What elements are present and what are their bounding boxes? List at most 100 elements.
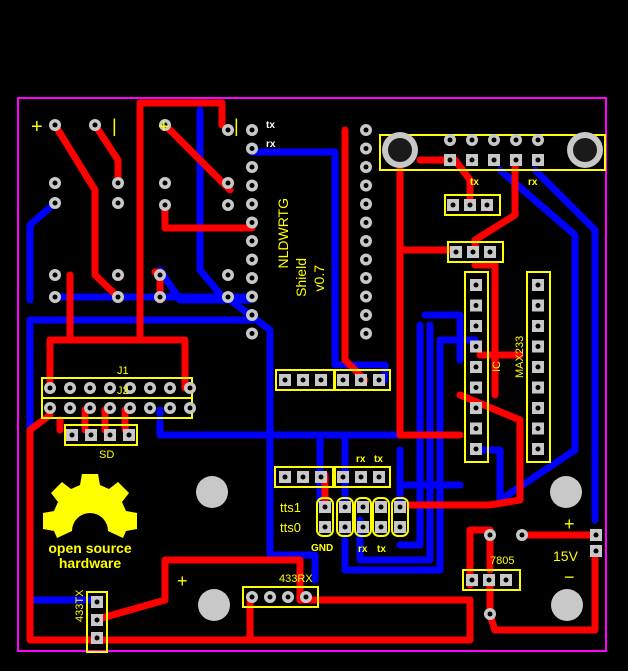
max233-label: MAX233 xyxy=(514,336,526,378)
pad-hole xyxy=(363,294,369,299)
header-rx-label: rx xyxy=(528,177,538,188)
board-title-line2: Shield xyxy=(293,258,309,297)
pad-hole xyxy=(473,364,479,370)
pad-hole xyxy=(342,524,348,530)
relay2-plus-label: + xyxy=(158,116,170,138)
pad-hole xyxy=(513,157,519,163)
pad-hole xyxy=(473,446,479,452)
rx-mid-label: rx xyxy=(356,454,366,465)
pad-hole xyxy=(249,238,255,244)
board-title-line3: v0.7 xyxy=(311,265,327,292)
board-outline xyxy=(17,97,607,652)
header-tx-label: tx xyxy=(470,177,479,188)
pad-hole xyxy=(303,594,309,600)
pad-hole xyxy=(519,532,525,538)
mount-hole-bottom-right xyxy=(551,589,583,621)
pad-hole xyxy=(147,405,153,411)
pad-hole xyxy=(67,385,73,391)
pad-hole xyxy=(157,272,163,278)
pad-hole xyxy=(249,594,255,600)
pad-hole xyxy=(340,377,346,383)
volt-label: 15V xyxy=(553,548,579,564)
plus-left-label: + xyxy=(177,571,188,591)
pad-hole xyxy=(249,183,255,188)
pad-hole xyxy=(340,474,346,480)
pad-hole xyxy=(469,157,475,163)
pad-hole xyxy=(52,180,58,186)
pad-hole xyxy=(467,202,473,208)
pad-hole xyxy=(167,385,173,391)
mount-hole-mid-left xyxy=(196,476,228,508)
pad-hole xyxy=(342,504,348,510)
mid-header-right-outline xyxy=(334,369,391,391)
pad-hole xyxy=(225,272,231,278)
pad-hole xyxy=(249,201,255,207)
tx-low-label: tx xyxy=(377,544,386,555)
pad-hole xyxy=(300,377,306,383)
pad-hole xyxy=(535,405,541,411)
pad-hole xyxy=(397,524,403,530)
pad-hole xyxy=(67,405,73,411)
pad-hole xyxy=(363,201,369,207)
pad-hole xyxy=(363,164,369,170)
pad-hole xyxy=(363,275,369,281)
pad-hole xyxy=(162,202,168,208)
pad-hole xyxy=(363,220,369,225)
pad-hole xyxy=(94,617,100,623)
pad-hole xyxy=(378,504,384,510)
sd-label: SD xyxy=(99,449,114,461)
pad-hole xyxy=(473,385,479,390)
pad-hole xyxy=(318,474,324,480)
pad-hole xyxy=(447,137,453,143)
pad-hole xyxy=(52,294,58,300)
pad-hole xyxy=(249,294,255,299)
board-title-line1: NLDWRTG xyxy=(275,198,291,269)
pad-hole xyxy=(52,200,58,206)
reg7805-outline xyxy=(462,569,521,591)
pad-hole xyxy=(469,137,475,143)
pad-hole xyxy=(225,294,231,300)
pad-hole xyxy=(363,127,369,133)
ic-outline xyxy=(464,271,489,463)
tx433-outline xyxy=(86,591,108,653)
pad-hole xyxy=(92,122,98,128)
pad-hole xyxy=(249,220,255,225)
pad-hole xyxy=(88,432,94,438)
tts-header-right-outline xyxy=(334,466,391,488)
mount-hole-top-right-inner xyxy=(573,138,597,162)
pad-hole xyxy=(378,524,384,530)
pad-hole xyxy=(535,157,541,163)
pad-hole xyxy=(162,180,168,186)
mount-hole-top-left-inner xyxy=(388,138,412,162)
pad-hole xyxy=(360,524,366,530)
pad-hole xyxy=(285,594,291,600)
oshw-text-line1: open source xyxy=(48,540,131,556)
pad-hole xyxy=(322,504,328,510)
pad-hole xyxy=(358,474,364,480)
oshw-text-line2: hardware xyxy=(59,555,121,571)
pad-hole xyxy=(127,405,133,411)
rx433-label: 433RX xyxy=(279,573,313,585)
tts-header-left-outline xyxy=(274,466,334,488)
pad-hole xyxy=(126,432,132,438)
tts-pin-4 xyxy=(372,497,390,537)
rx-low-label: rx xyxy=(358,544,368,555)
pad-hole xyxy=(52,122,58,128)
minus-right-label: − xyxy=(564,567,575,587)
pad-hole xyxy=(503,577,509,583)
pad-hole xyxy=(453,249,459,255)
pad-hole xyxy=(473,282,479,288)
reg-label: 7805 xyxy=(490,555,514,567)
pad-hole xyxy=(593,548,599,554)
mount-hole-bottom-left xyxy=(198,589,230,621)
rx-top-label: rx xyxy=(266,139,276,150)
pad-hole xyxy=(535,426,541,431)
pad-hole xyxy=(249,164,255,170)
pad-hole xyxy=(376,474,382,480)
max233-outline xyxy=(526,271,551,463)
pad-hole xyxy=(363,183,369,188)
pad-hole xyxy=(486,577,492,583)
pad-hole xyxy=(322,524,328,530)
pad-hole xyxy=(487,532,493,538)
